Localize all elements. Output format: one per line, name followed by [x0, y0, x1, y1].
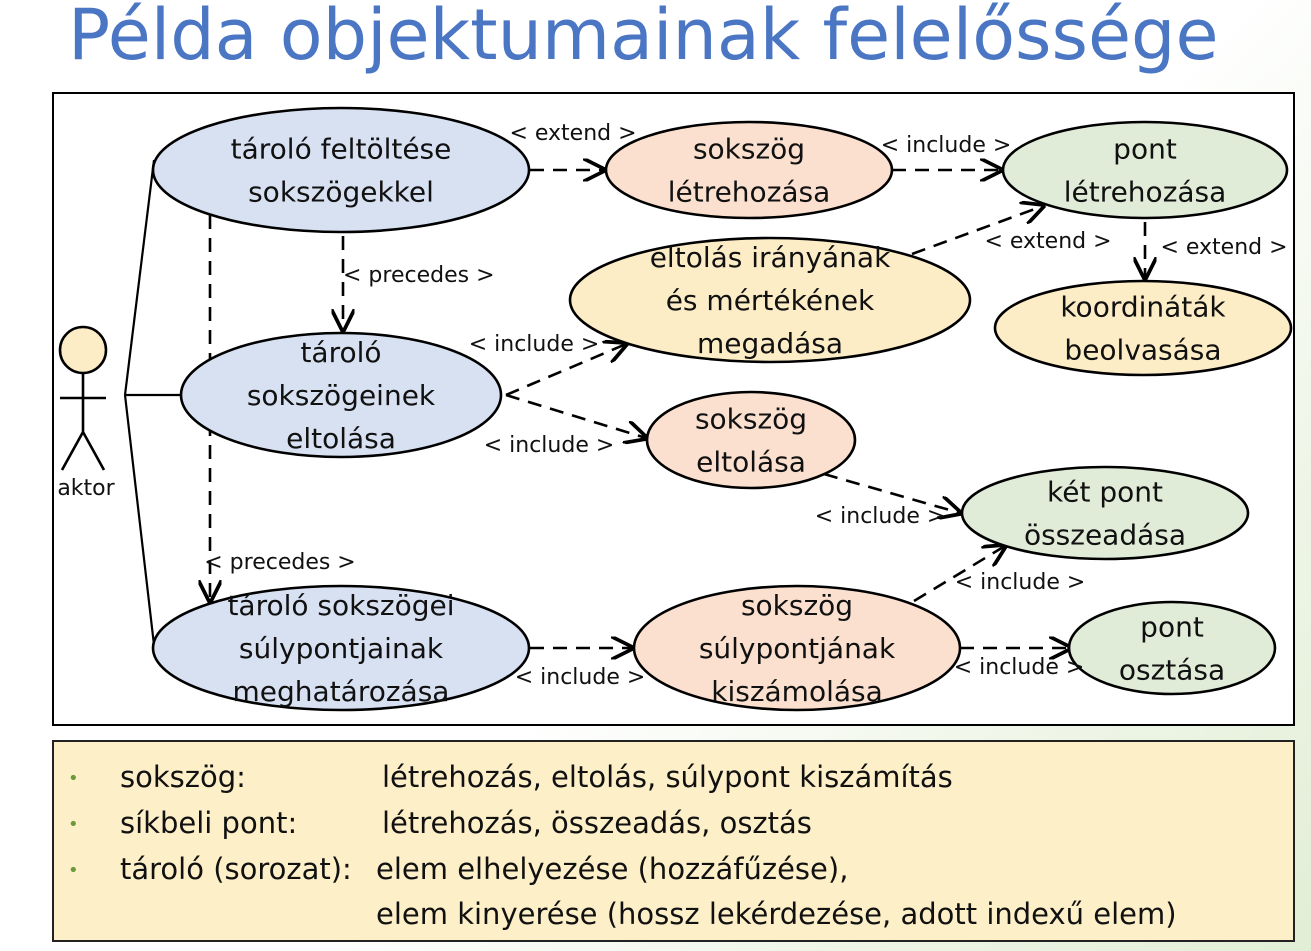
use-case-sulypontok-meghatarozasa: tároló sokszögei súlypontjainak meghatároz… [151, 584, 531, 712]
use-case-label: súlypontjának [699, 632, 896, 665]
use-case-label: létrehozása [1064, 176, 1227, 209]
use-case-ellipse [1067, 600, 1277, 696]
use-case-tarolo-eltolasa: tároló sokszögeinek eltolása [179, 331, 503, 459]
relation-arrow [911, 206, 1043, 256]
relation-label: < include > [515, 665, 646, 690]
relation-label: < precedes > [343, 263, 495, 288]
relation-arrow [823, 472, 960, 513]
note-value: létrehozás, összeadás, osztás [382, 806, 812, 840]
use-case-ellipse [604, 120, 894, 220]
use-case-label: eltolás irányának [650, 241, 891, 274]
relation-label: < include > [881, 133, 1012, 158]
relation-label: < extend > [1160, 235, 1287, 260]
use-case-ellipse [632, 584, 962, 712]
use-case-label: koordináták [1060, 291, 1226, 324]
use-case-ellipse [1001, 120, 1289, 220]
responsibility-notes: • sokszög: létrehozás, eltolás, súlypont… [52, 740, 1295, 942]
note-term: sokszög: [120, 760, 246, 794]
use-case-label: két pont [1047, 476, 1163, 509]
actor-head [58, 325, 108, 375]
note-value: létrehozás, eltolás, súlypont kiszámítás [382, 760, 953, 794]
relation-label: < precedes > [204, 550, 356, 575]
use-case-label: tároló feltöltése [231, 133, 452, 166]
use-case-ellipse [151, 106, 531, 234]
relation-label: < include > [815, 504, 946, 529]
note-value: elem elhelyezése (hozzáfűzése), [376, 852, 849, 886]
relation-label: < include > [954, 655, 1085, 680]
use-case-label: beolvasása [1064, 334, 1221, 367]
use-case-ket-pont-osszeadasa: két pont összeadása [960, 465, 1250, 561]
note-term: síkbeli pont: [120, 806, 298, 840]
use-case-label: és mértékének [666, 284, 875, 317]
use-case-label: súlypontjainak [239, 632, 444, 665]
page-title: Példa objektumainak felelőssége [68, 0, 1219, 76]
note-value: elem kinyerése (hossz lekérdezése, adott… [376, 897, 1177, 931]
use-case-label: létrehozása [668, 176, 831, 209]
use-case-pont-letrehozasa: pont létrehozása [1001, 120, 1289, 220]
relation-label: < include > [469, 332, 600, 357]
use-case-label: tároló [300, 336, 381, 369]
use-case-ellipse [179, 331, 503, 459]
actor-body [60, 373, 106, 471]
association-line [123, 394, 156, 646]
relation-label: < extend > [984, 229, 1111, 254]
relation-arrow [913, 546, 1005, 603]
use-case-label: osztása [1119, 654, 1225, 687]
use-case-label: sokszögekkel [248, 176, 434, 209]
use-case-label: pont [1140, 611, 1204, 644]
actor-label: aktor [57, 476, 115, 501]
diagram-canvas: tároló feltöltése sokszögekkel sokszög létr… [57, 106, 1293, 712]
use-case-pont-osztasa: pont osztása [1067, 600, 1277, 696]
use-case-label: eltolása [286, 422, 396, 455]
bullet-icon: • [68, 814, 79, 835]
use-case-sokszog-eltolasa: sokszög eltolása [645, 390, 857, 490]
use-case-eltolas-iranya: eltolás irányának és mértékének megadása [568, 236, 972, 364]
association-line [123, 159, 156, 396]
relation-label: < include > [484, 433, 615, 458]
use-case-sokszog-letrehozasa: sokszög létrehozása [604, 120, 894, 220]
use-case-tarolo-feltoltese: tároló feltöltése sokszögekkel [151, 106, 531, 234]
use-case-label: megadása [697, 327, 843, 360]
use-case-label: sokszög [693, 133, 805, 166]
relation-label: < include > [955, 570, 1086, 595]
use-case-label: meghatározása [233, 675, 450, 708]
use-case-label: tároló sokszögei [227, 589, 454, 622]
relation-arrow [505, 393, 646, 438]
use-case-ellipse [960, 465, 1250, 561]
use-case-label: sokszög [741, 589, 853, 622]
use-case-ellipse [151, 584, 531, 712]
relation-label: < extend > [509, 121, 636, 146]
use-case-label: sokszög [695, 403, 807, 436]
use-case-label: eltolása [696, 446, 806, 479]
use-case-label: összeadása [1024, 519, 1186, 552]
use-case-ellipse [645, 390, 857, 490]
use-case-ellipse [993, 279, 1293, 377]
bullet-icon: • [68, 860, 79, 881]
use-case-sokszog-sulypontja: sokszög súlypontjának kiszámolása [632, 584, 962, 712]
use-case-label: sokszögeinek [247, 379, 436, 412]
note-term: tároló (sorozat): [120, 852, 352, 886]
use-case-koordinatak-beolvasasa: koordináták beolvasása [993, 279, 1293, 377]
use-case-label: pont [1113, 133, 1177, 166]
use-case-ellipse [568, 236, 972, 364]
bullet-icon: • [68, 768, 79, 789]
actor-figure: aktor [57, 325, 116, 501]
use-case-label: kiszámolása [711, 675, 883, 708]
